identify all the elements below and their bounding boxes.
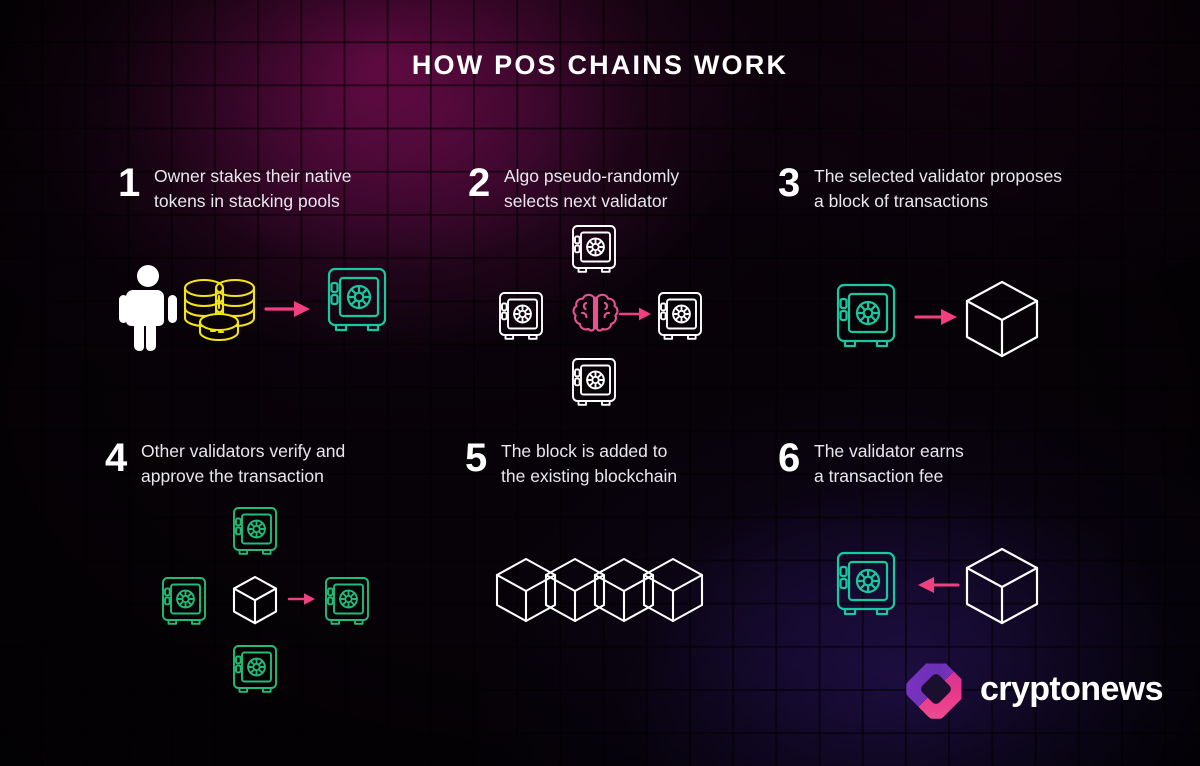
cryptonews-logo[interactable]: cryptonews: [905, 658, 1164, 720]
brain-icon: [572, 293, 619, 332]
step-1-illustration: [118, 262, 387, 358]
safe-icon: [162, 577, 206, 625]
safe-icon: [572, 358, 616, 406]
step-5: 5 The block is added to the existing blo…: [465, 438, 825, 488]
safe-icon: [233, 645, 277, 693]
step-4-heading: 4 Other validators verify and approve th…: [105, 438, 465, 488]
step-2: 2 Algo pseudo-randomly selects next vali…: [468, 163, 828, 213]
step-6: 6 The validator earns a transaction fee: [778, 438, 1138, 488]
step-4-illustration: [160, 507, 376, 693]
arrow-right-icon: [618, 307, 651, 321]
step-6-number: 6: [778, 436, 801, 480]
safe-icon: [233, 507, 277, 555]
step-6-label: The validator earns a transaction fee: [814, 441, 964, 486]
step-2-label: Algo pseudo-randomly selects next valida…: [504, 166, 680, 211]
step-5-label: The block is added to the existing block…: [501, 441, 678, 486]
step-1-heading: 1 Owner stakes their native tokens in st…: [118, 163, 478, 213]
step-5-heading: 5 The block is added to the existing blo…: [465, 438, 825, 488]
arrow-left-icon: [918, 577, 960, 593]
step-4: 4 Other validators verify and approve th…: [105, 438, 465, 488]
step-1-label: Owner stakes their native tokens in stac…: [154, 166, 352, 211]
safe-icon: [836, 551, 896, 616]
arrow-right-icon: [287, 593, 315, 605]
arrow-right-icon: [264, 301, 310, 317]
safe-icon: [572, 225, 616, 273]
person-icon: [119, 265, 177, 351]
step-4-label: Other validators verify and approve the …: [141, 441, 346, 486]
step-3: 3 The selected validator proposes a bloc…: [778, 163, 1138, 213]
cube-icon: [965, 280, 1039, 358]
step-1: 1 Owner stakes their native tokens in st…: [118, 163, 478, 213]
arrow-right-icon: [914, 309, 957, 325]
step-3-number: 3: [778, 161, 801, 205]
cryptonews-wordmark: cryptonews: [980, 670, 1164, 708]
page-title: HOW POS CHAINS WORK: [411, 50, 789, 80]
cube-icon: [642, 557, 704, 623]
coin-stack-icon: [183, 278, 256, 342]
step-6-illustration: [832, 547, 1042, 627]
cryptonews-logo-mark: [905, 658, 967, 720]
step-1-number: 1: [118, 161, 141, 205]
safe-icon: [325, 577, 369, 625]
step-3-label: The selected validator proposes a block …: [814, 166, 1063, 211]
safe-icon: [499, 292, 543, 340]
safe-icon: [836, 283, 896, 348]
step-5-illustration: [495, 557, 704, 635]
step-4-number: 4: [105, 436, 128, 480]
cube-icon: [965, 547, 1039, 625]
step-3-heading: 3 The selected validator proposes a bloc…: [778, 163, 1138, 213]
step-2-number: 2: [468, 161, 491, 205]
safe-icon: [658, 292, 702, 340]
step-2-illustration: [492, 225, 708, 406]
cube-icon: [232, 575, 278, 625]
step-6-heading: 6 The validator earns a transaction fee: [778, 438, 1138, 488]
safe-icon: [327, 267, 387, 332]
step-5-number: 5: [465, 436, 488, 480]
step-3-illustration: [832, 280, 1042, 358]
step-2-heading: 2 Algo pseudo-randomly selects next vali…: [468, 163, 828, 213]
